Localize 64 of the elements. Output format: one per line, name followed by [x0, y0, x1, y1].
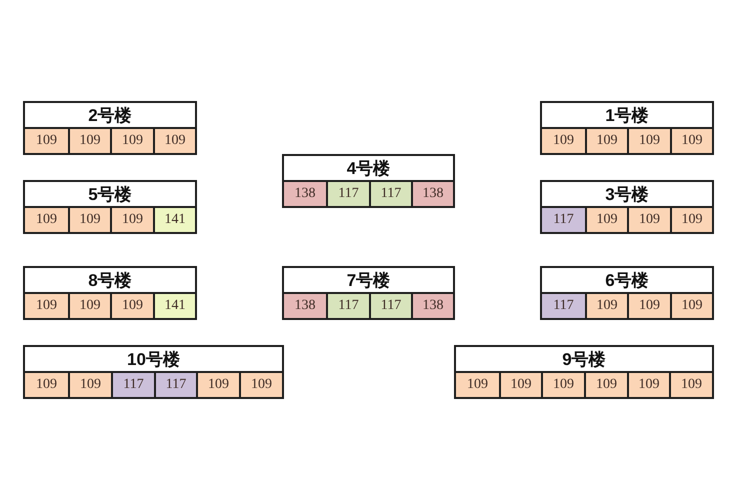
unit-cell: 109	[670, 127, 712, 153]
unit-cell: 109	[25, 371, 68, 397]
unit-cell: 117	[154, 371, 196, 397]
unit-cell: 109	[585, 127, 627, 153]
building-title: 8号楼	[88, 270, 132, 292]
unit-cell: 109	[627, 292, 670, 318]
unit-cell: 109	[110, 206, 153, 232]
building-box	[282, 154, 455, 208]
unit-cell: 109	[584, 371, 627, 397]
unit-cell: 109	[239, 371, 282, 397]
building-box	[540, 101, 714, 155]
building-title: 10号楼	[127, 349, 180, 371]
unit-cell: 109	[499, 371, 541, 397]
unit-cell: 109	[68, 206, 110, 232]
building-title: 3号楼	[605, 184, 649, 206]
unit-cell: 117	[111, 371, 154, 397]
unit-cell: 138	[284, 292, 326, 318]
unit-cell: 117	[326, 292, 369, 318]
unit-cell: 138	[411, 292, 453, 318]
unit-cell: 109	[541, 371, 584, 397]
building-box	[540, 266, 714, 320]
building-box	[282, 266, 455, 320]
building-box	[540, 180, 714, 234]
building-title: 4号楼	[346, 158, 390, 180]
unit-cell: 109	[196, 371, 239, 397]
unit-cell: 117	[542, 206, 585, 232]
building-title: 6号楼	[605, 270, 649, 292]
building-title: 2号楼	[88, 105, 132, 127]
unit-cell: 109	[68, 292, 110, 318]
unit-cell: 109	[670, 206, 712, 232]
unit-cell: 109	[542, 127, 585, 153]
unit-cell: 109	[110, 127, 153, 153]
unit-cell: 117	[369, 180, 411, 206]
unit-cell: 138	[284, 180, 326, 206]
unit-cell: 109	[25, 292, 68, 318]
unit-cell: 109	[110, 292, 153, 318]
unit-cell: 109	[153, 127, 195, 153]
unit-cell: 109	[627, 206, 670, 232]
unit-cell: 109	[627, 371, 669, 397]
unit-cell: 109	[627, 127, 670, 153]
building-title: 1号楼	[605, 105, 649, 127]
unit-cell: 117	[369, 292, 411, 318]
building-title: 7号楼	[346, 270, 390, 292]
unit-cell: 138	[411, 180, 453, 206]
building-title: 5号楼	[88, 184, 132, 206]
unit-cell: 109	[68, 127, 110, 153]
building-box	[23, 345, 284, 399]
building-box	[23, 266, 197, 320]
unit-cell: 109	[25, 127, 68, 153]
unit-cell: 109	[25, 206, 68, 232]
unit-cell: 109	[585, 292, 627, 318]
building-box	[23, 180, 197, 234]
building-box	[23, 101, 197, 155]
unit-cell: 117	[542, 292, 585, 318]
building-title: 9号楼	[562, 349, 606, 371]
unit-cell: 117	[326, 180, 369, 206]
unit-cell: 109	[585, 206, 627, 232]
building-box	[454, 345, 714, 399]
unit-cell: 109	[670, 292, 712, 318]
unit-cell: 141	[153, 206, 195, 232]
unit-cell: 141	[153, 292, 195, 318]
unit-cell: 109	[68, 371, 111, 397]
unit-cell: 109	[456, 371, 499, 397]
unit-cell: 109	[669, 371, 712, 397]
